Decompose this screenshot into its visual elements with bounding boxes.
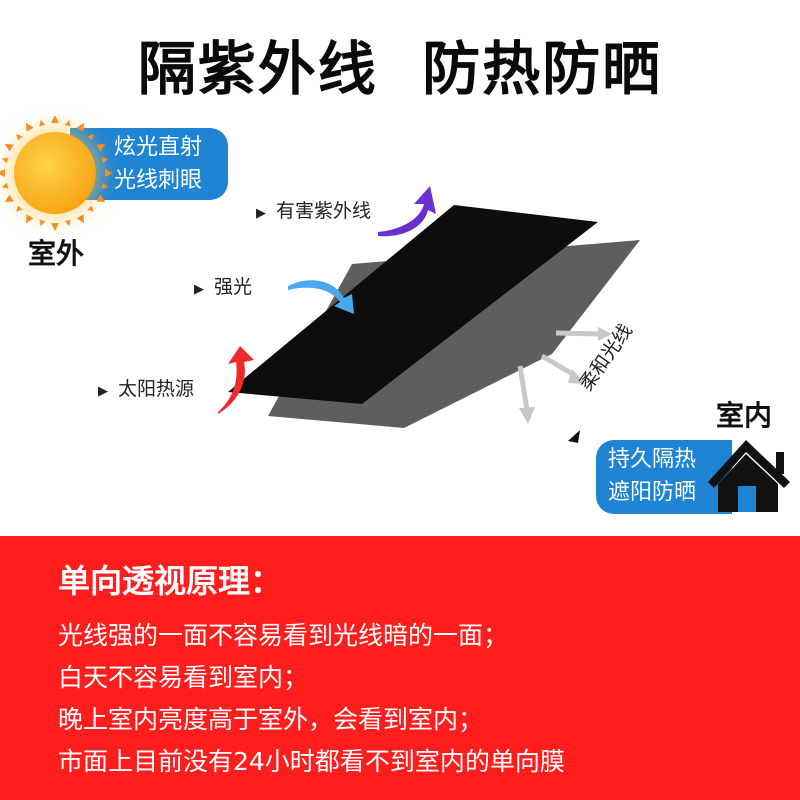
principle-line: 晚上室内亮度高于室外，会看到室内； xyxy=(58,705,484,734)
strong-light-arrow-icon xyxy=(288,280,354,314)
indoor-badge: 持久隔热 遮阳防晒 xyxy=(596,440,732,514)
window-film-diagram xyxy=(218,186,640,443)
principle-line: 光线强的一面不容易看到光线暗的一面； xyxy=(58,621,509,650)
uv-arrow-icon xyxy=(378,186,436,237)
uv-label: ▶有害紫外线 xyxy=(256,200,372,222)
principle-line: 白天不容易看到室内； xyxy=(58,663,309,692)
indoor-label: 室内 xyxy=(716,399,773,432)
principle-banner xyxy=(0,536,800,800)
bullet-triangle-icon: ▶ xyxy=(194,282,204,297)
sun-rays-icon xyxy=(0,116,113,231)
page-title: 隔紫外线 防热防晒 xyxy=(137,35,663,103)
film-front-layer xyxy=(228,205,598,404)
outdoor-badge: 炫光直射 光线刺眼 xyxy=(70,128,228,200)
sun-icon xyxy=(14,132,96,214)
heat-label: ▶太阳热源 xyxy=(98,378,195,400)
principle-title: 单向透视原理： xyxy=(58,562,283,600)
indoor-badge-line-1: 持久隔热 xyxy=(608,447,697,472)
outdoor-badge-line-1: 炫光直射 xyxy=(114,135,203,160)
indoor-badge-line-2: 遮阳防晒 xyxy=(608,480,697,505)
outdoor-label: 室外 xyxy=(28,237,85,270)
outdoor-badge-line-2: 光线刺眼 xyxy=(114,168,203,193)
bullet-triangle-icon: ▶ xyxy=(98,384,108,399)
bullet-triangle-icon: ▶ xyxy=(256,206,266,221)
house-icon xyxy=(708,440,790,512)
principle-line: 市面上目前没有24小时都看不到室内的单向膜 xyxy=(58,747,565,776)
heat-arrow-icon xyxy=(218,346,254,414)
strong-light-label: ▶强光 xyxy=(194,276,253,298)
